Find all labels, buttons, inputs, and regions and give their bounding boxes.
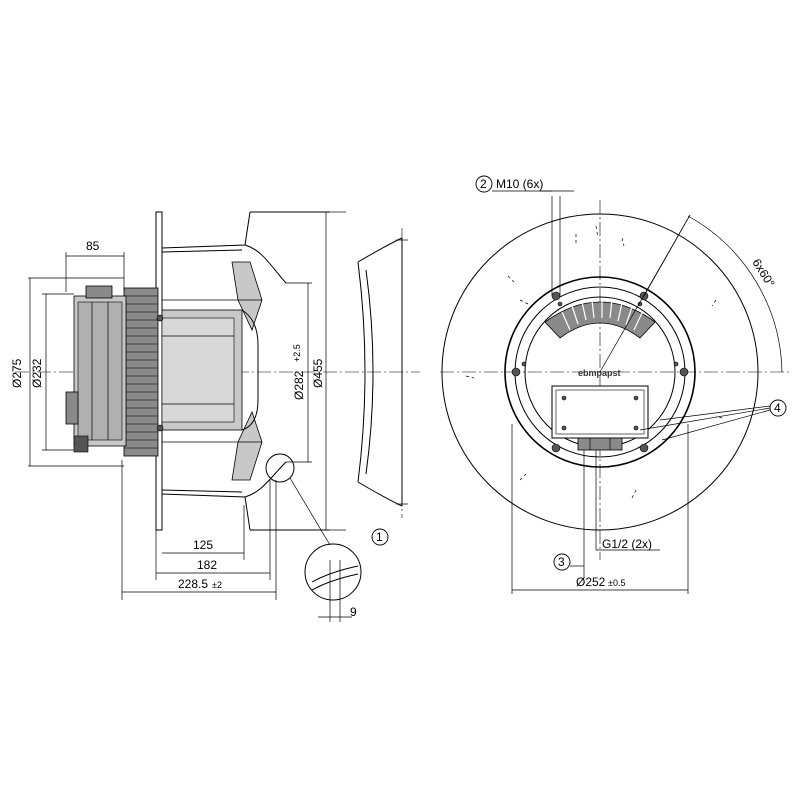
detail-mark	[265, 453, 295, 483]
blade-upper	[231, 261, 263, 332]
brand-logo: ebmpapst	[578, 368, 621, 378]
dim-dia-455: Ø455	[311, 358, 325, 388]
detail-1-view	[304, 543, 362, 601]
front-dimensions: 2 M10 (6x) 6x60° 4 G1/2 (2x) 3 Ø252 ±0.5	[475, 175, 787, 594]
dim-9: 9	[350, 605, 357, 619]
cable-glands	[577, 437, 623, 451]
callout-2-text: M10 (6x)	[496, 177, 543, 191]
impeller-top	[161, 211, 251, 249]
dim-dia-252: Ø252	[576, 575, 606, 589]
terminal-box	[551, 385, 649, 439]
dim-dia-282-tol: +2.5	[292, 344, 302, 362]
callout-1-circle	[371, 528, 389, 546]
heat-sink	[544, 301, 656, 339]
callout-1: 1	[376, 530, 383, 544]
callout-3: 3	[558, 555, 565, 569]
dim-85: 85	[86, 239, 100, 253]
callout-2: 2	[480, 177, 487, 191]
callout-4: 4	[774, 401, 781, 415]
side-dimensions: 85 Ø275 Ø232 Ø282 +2.5 Ø455 125 182	[10, 211, 389, 622]
dim-228-5-tol: ±2	[212, 580, 222, 590]
dim-dia-275: Ø275	[10, 358, 24, 388]
callout-3-text: G1/2 (2x)	[602, 537, 652, 551]
front-view: ebmpapst	[440, 200, 790, 560]
dim-dia-232: Ø232	[30, 358, 44, 388]
inlet-nozzle	[357, 261, 366, 483]
side-view	[15, 211, 420, 546]
motor-flange-outer	[504, 276, 696, 468]
callout-3-circle	[553, 553, 571, 571]
callout-2-circle	[475, 175, 493, 193]
blade-lower	[231, 410, 263, 481]
dim-182: 182	[197, 558, 217, 572]
cable-gland-upper	[65, 391, 79, 425]
electronics-fins	[123, 287, 159, 457]
dim-dia-282: Ø282	[292, 370, 306, 400]
impeller-outer-circle	[441, 213, 759, 531]
impeller-bottom	[161, 493, 251, 531]
dim-angle: 6x60°	[749, 256, 777, 290]
cable-gland-lower	[73, 435, 89, 453]
dim-125: 125	[193, 538, 213, 552]
dim-dia-252-tol: ±0.5	[608, 578, 625, 588]
dim-228-5: 228.5	[178, 577, 208, 591]
